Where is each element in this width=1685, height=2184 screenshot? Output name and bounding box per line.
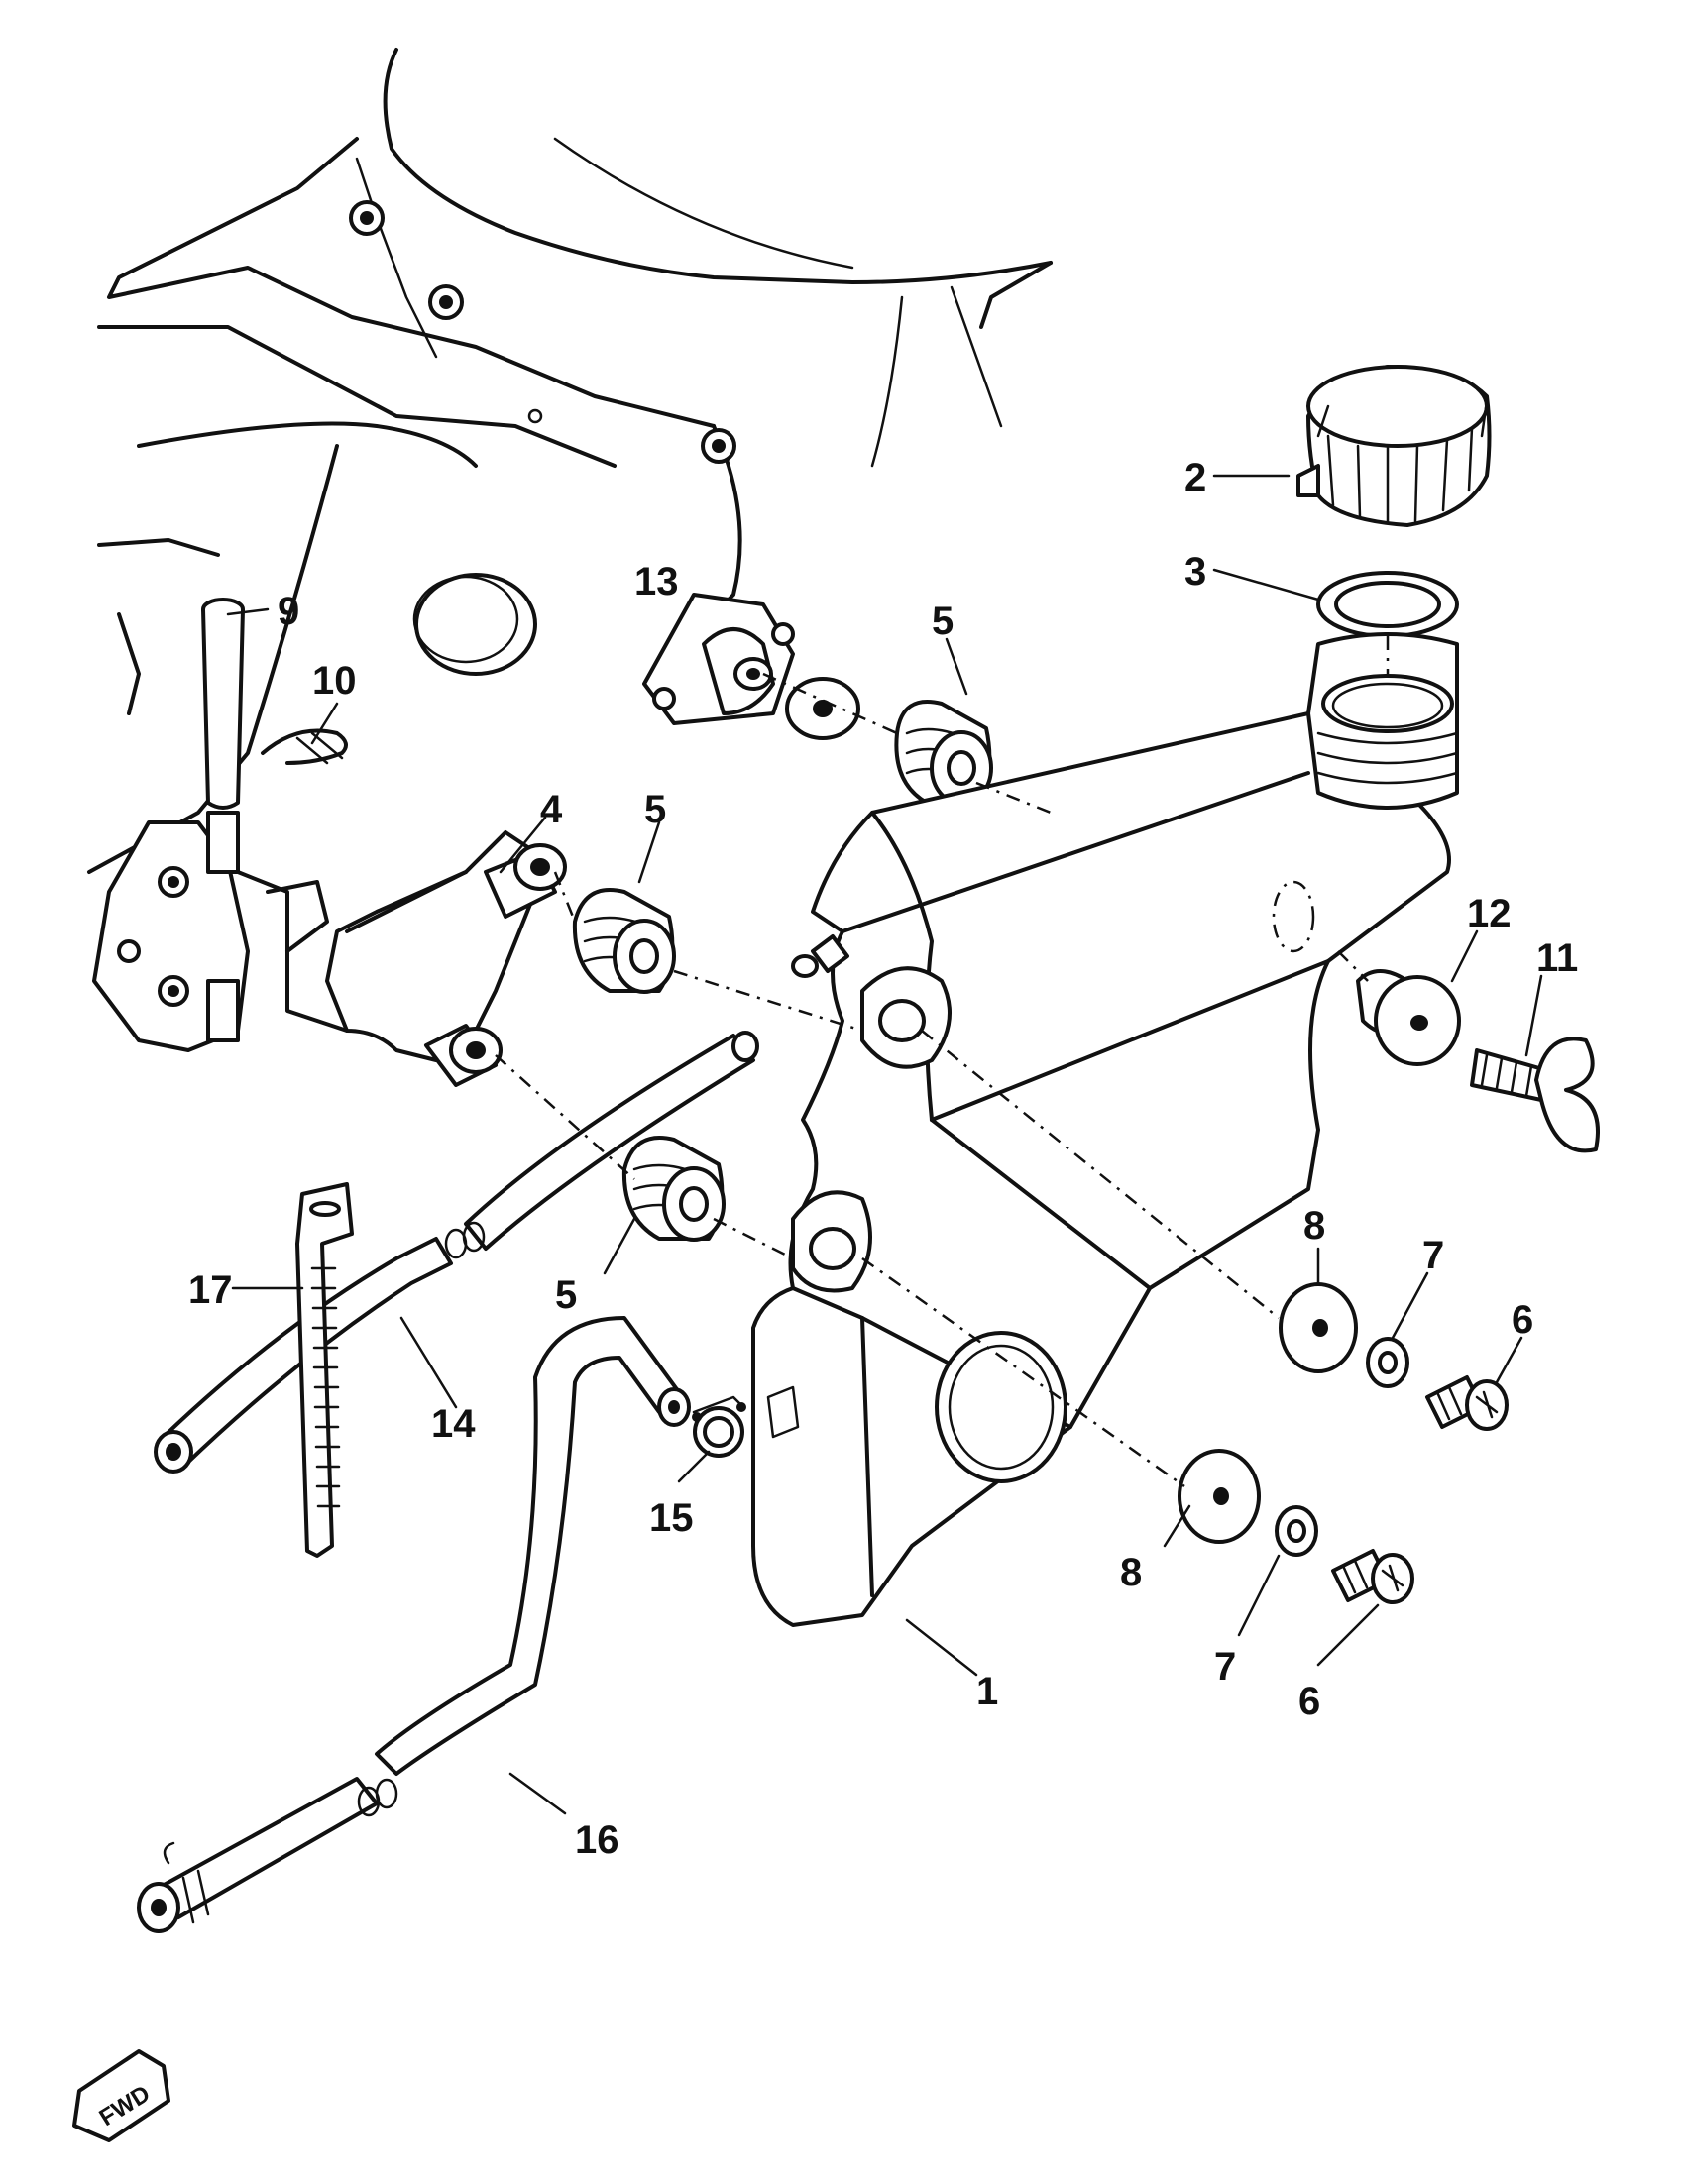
callout-10: 10: [312, 659, 357, 703]
callout-11: 11: [1536, 936, 1578, 980]
part-6-screw-lower: [1331, 1549, 1414, 1604]
part-7-lock-washer-lower: [1275, 1505, 1318, 1557]
part-10-clip: [261, 728, 348, 765]
part-5-grommet-upper: [894, 700, 993, 806]
assembly-centerlines: [495, 636, 1390, 1488]
part-3-gasket: [1316, 571, 1459, 638]
fwd-arrow: FWD: [72, 2049, 170, 2142]
callouts: 2 3 13 5 9 10 4 5 12 11 8 7 6 17 5 14 15…: [188, 456, 1578, 1862]
part-4-mount-bracket: [325, 830, 567, 1087]
part-13-upper-mount: [642, 593, 860, 740]
callout-12: 12: [1467, 892, 1512, 935]
part-6-screw-upper: [1425, 1375, 1509, 1431]
callout-4: 4: [540, 788, 563, 831]
callout-13: 13: [634, 560, 679, 603]
part-1-oil-tank: [751, 632, 1459, 1627]
part-9-pin: [201, 598, 245, 810]
part-17-cable-tie: [295, 1182, 354, 1558]
callout-17: 17: [188, 1268, 233, 1312]
callout-8-lower: 8: [1120, 1551, 1142, 1594]
callout-7-lower: 7: [1214, 1645, 1236, 1689]
part-7-lock-washer-upper: [1366, 1337, 1409, 1388]
callout-14: 14: [431, 1402, 476, 1446]
part-5-grommet-lower: [621, 1136, 726, 1242]
callout-6-upper: 6: [1512, 1298, 1533, 1342]
part-2-cap: [1296, 365, 1492, 527]
part-15-hose-clip: [692, 1395, 746, 1458]
callout-8-upper: 8: [1303, 1204, 1325, 1248]
callout-5-middle: 5: [644, 788, 666, 831]
part-16-hose: [137, 1316, 691, 1933]
callout-2: 2: [1184, 456, 1206, 499]
hinge-plate: [92, 811, 349, 1052]
part-8-washer-upper: [1279, 1282, 1358, 1373]
part-11-wing-bolt: [1470, 1037, 1600, 1153]
part-8-washer-lower: [1178, 1449, 1261, 1544]
callout-6-lower: 6: [1298, 1680, 1320, 1723]
part-12-collar: [1356, 969, 1461, 1066]
cowling-bracket: [87, 48, 1053, 874]
part-5-grommet-middle: [572, 888, 676, 994]
callout-5-lower: 5: [555, 1273, 577, 1317]
callout-1: 1: [976, 1670, 998, 1713]
callout-3: 3: [1184, 550, 1206, 594]
callout-5-upper: 5: [932, 600, 954, 643]
callout-7-upper: 7: [1422, 1234, 1444, 1277]
callout-15: 15: [649, 1496, 694, 1540]
callout-16: 16: [575, 1818, 619, 1862]
leader-lines: [226, 474, 1543, 1815]
callout-9: 9: [278, 590, 299, 633]
